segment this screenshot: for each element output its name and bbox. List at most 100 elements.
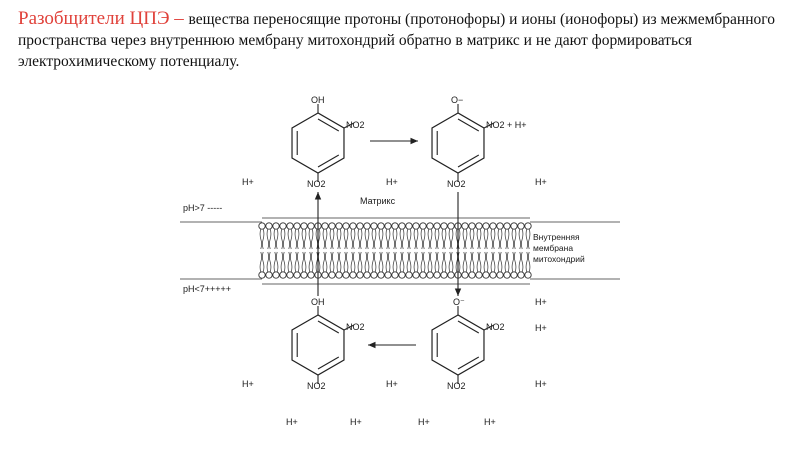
lipid-tail (525, 228, 528, 250)
lipid-tail (280, 228, 283, 250)
lipid-tail (416, 251, 419, 273)
lipid-tail (479, 251, 482, 273)
lipid-tail (427, 251, 430, 273)
lipid-head (468, 271, 476, 279)
lipid-head (398, 222, 406, 230)
lipid-tail (413, 228, 416, 250)
lipid-head (482, 222, 490, 230)
lipid-tail (332, 228, 335, 250)
lipid-head (447, 222, 455, 230)
mol-tr-side-label: NO2 + H+ (486, 120, 527, 130)
lipid-tail (511, 251, 514, 273)
lipid-head (286, 222, 294, 230)
lipid-tail (371, 251, 374, 273)
lipid-head (272, 222, 280, 230)
lipid-tail (329, 251, 332, 273)
lipid-head (503, 222, 511, 230)
lipid-head (321, 222, 329, 230)
lipid-tail (290, 228, 293, 250)
lipid-tail (336, 251, 339, 273)
lipid-tail (434, 228, 437, 250)
lipid-head (279, 222, 287, 230)
lipid-head (370, 271, 378, 279)
lipid-tail (476, 251, 479, 273)
lipid-tail (269, 251, 272, 273)
lipid-head (265, 222, 273, 230)
lipid-tail (311, 251, 314, 273)
title-body-text: вещества переносящие протоны (протонофор… (18, 11, 775, 70)
lipid-tail (413, 251, 416, 273)
lipid-tail (497, 228, 500, 250)
lipid-head (475, 222, 483, 230)
lipid-head (307, 271, 315, 279)
lipid-tail (385, 228, 388, 250)
lipid-head (286, 271, 294, 279)
lipid-head (426, 222, 434, 230)
lipid-head (349, 271, 357, 279)
lipid-tail (483, 251, 486, 273)
lipid-tail (273, 228, 276, 250)
ring-double-bond (317, 154, 340, 168)
lipid-tail (343, 228, 346, 250)
lipid-head (384, 222, 392, 230)
ph-bottom-label: pH<7+++++ (183, 284, 231, 294)
lipid-tail (294, 251, 297, 273)
lipid-tail (511, 228, 514, 250)
ring-double-bond (317, 356, 340, 370)
lipid-tail (325, 251, 328, 273)
lipid-tail (420, 251, 423, 273)
mol-tr-bottom-label: NO2 (447, 179, 466, 189)
proton-label: H+ (386, 379, 398, 389)
lipid-head (328, 271, 336, 279)
lipid-tail (378, 251, 381, 273)
lipid-head (384, 271, 392, 279)
lipid-tail (350, 251, 353, 273)
lipid-tail (385, 251, 388, 273)
lipid-head (461, 222, 469, 230)
lipid-tail (322, 251, 325, 273)
lipid-tail (448, 251, 451, 273)
lipid-tail (360, 251, 363, 273)
lipid-tail (381, 251, 384, 273)
lipid-tail (528, 251, 531, 273)
lipid-head (321, 271, 329, 279)
lipid-tail (388, 251, 391, 273)
lipid-tail (476, 228, 479, 250)
lipid-tail (444, 228, 447, 250)
lipid-tail (402, 251, 405, 273)
matrix-label: Матрикс (360, 196, 396, 206)
lipid-head (475, 271, 483, 279)
lipid-tail (339, 251, 342, 273)
benzene-ring (431, 112, 485, 174)
lipid-tail (399, 251, 402, 273)
lipid-head (335, 271, 343, 279)
lipid-tail (395, 228, 398, 250)
lipid-tail (353, 251, 356, 273)
lipid-tail (374, 251, 377, 273)
ring-double-bond (317, 118, 340, 132)
lipid-tail (315, 251, 318, 273)
lipid-head (377, 271, 385, 279)
lipid-tail (451, 228, 454, 250)
lipid-tail (329, 228, 332, 250)
lipid-tail (493, 251, 496, 273)
lipid-head (279, 271, 287, 279)
lipid-head (433, 222, 441, 230)
lipid-tail (458, 251, 461, 273)
lipid-tail (371, 228, 374, 250)
lipid-head (398, 271, 406, 279)
lipid-tail (493, 228, 496, 250)
lipid-tail (287, 228, 290, 250)
lipid-tail (262, 251, 265, 273)
lipid-head (440, 271, 448, 279)
lipid-head (377, 222, 385, 230)
lipid-head (461, 271, 469, 279)
lipid-tail (297, 251, 300, 273)
lipid-bilayer-membrane (258, 222, 532, 279)
lipid-head (524, 271, 532, 279)
lipid-tail (266, 228, 269, 250)
lipid-tail (483, 228, 486, 250)
proton-label: H+ (535, 323, 547, 333)
lipid-tail (497, 251, 500, 273)
lipid-tail (409, 251, 412, 273)
